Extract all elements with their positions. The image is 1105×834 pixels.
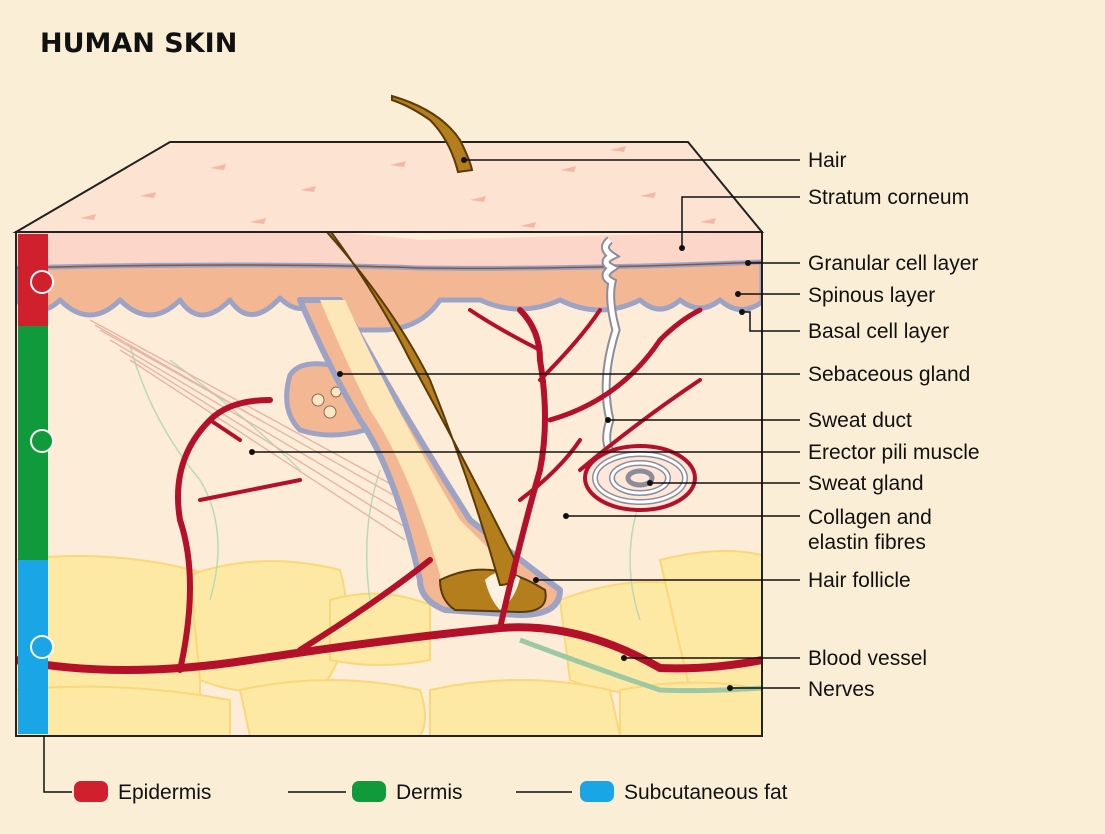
- label-granular-cell-layer: Granular cell layer: [808, 252, 978, 275]
- legend-swatch-epidermis: [74, 781, 108, 802]
- label-sweat-gland: Sweat gland: [808, 472, 924, 495]
- legend-label-dermis: Dermis: [396, 781, 463, 804]
- legend-label-subcutaneous-fat: Subcutaneous fat: [624, 781, 788, 804]
- sweat-gland-coil: [585, 446, 695, 510]
- legend-swatch-dermis: [352, 781, 386, 802]
- label-erector-pili-muscle: Erector pili muscle: [808, 441, 980, 464]
- layer-bars: [18, 234, 53, 734]
- legend-label-epidermis: Epidermis: [118, 781, 211, 804]
- label-sebaceous-gland: Sebaceous gland: [808, 363, 970, 386]
- label-stratum-corneum: Stratum corneum: [808, 186, 969, 209]
- diagram-title: HUMAN SKIN: [40, 28, 237, 59]
- label-sweat-duct: Sweat duct: [808, 409, 912, 432]
- skin-surface-top: [16, 142, 762, 232]
- legend: Epidermis Dermis Subcutaneous fat: [74, 781, 788, 804]
- label-hair: Hair: [808, 149, 847, 172]
- legend-swatch-subcutaneous-fat: [580, 781, 614, 802]
- label-spinous-layer: Spinous layer: [808, 284, 935, 307]
- label-nerves: Nerves: [808, 678, 875, 701]
- label-collagen-line1: Collagen and: [808, 506, 932, 529]
- label-blood-vessel: Blood vessel: [808, 647, 927, 670]
- labels: Hair Stratum corneum Granular cell layer…: [808, 149, 980, 701]
- skin-cross-section: [16, 162, 762, 736]
- label-collagen-line2: elastin fibres: [808, 531, 926, 554]
- label-basal-cell-layer: Basal cell layer: [808, 320, 949, 343]
- label-hair-follicle: Hair follicle: [808, 569, 911, 592]
